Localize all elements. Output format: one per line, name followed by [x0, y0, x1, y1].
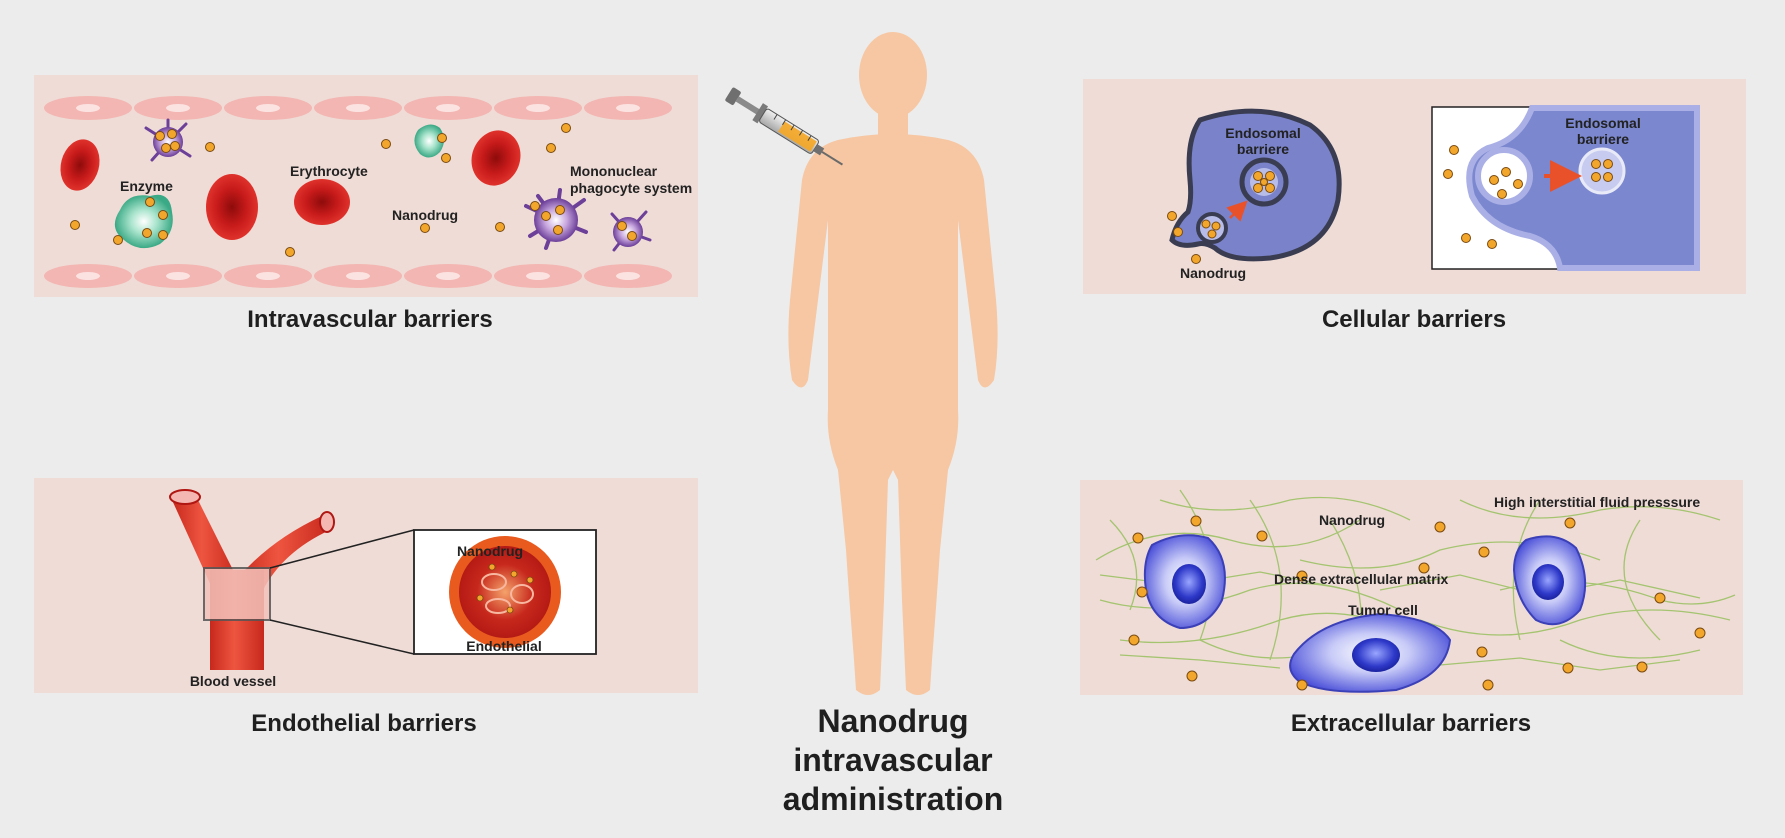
label-endothelial: Endothelial	[466, 638, 541, 654]
nanodrug-particles	[70, 123, 637, 257]
center-title-line-3: administration	[783, 781, 1003, 817]
intravascular-title: Intravascular barriers	[247, 306, 492, 333]
label-tumor-cell: Tumor cell	[1348, 602, 1418, 618]
extracellular-matrix-fibers	[1095, 489, 1736, 681]
endothelial-panel: Nanodrug Endothelial Blood vessel Endoth…	[34, 478, 698, 737]
endothelial-panel-background	[34, 478, 698, 693]
label-endosomal-inset-line-2: barriere	[1577, 131, 1629, 147]
extracellular-title: Extracellular barriers	[1291, 710, 1531, 737]
label-mps-line-2: phagocyte system	[570, 180, 692, 196]
extracellular-panel: Nanodrug High interstitial fluid presssu…	[1080, 480, 1743, 737]
cellular-panel: Endosomal barriere Nanodrug Endosomal ba…	[1083, 79, 1746, 333]
erythrocyte	[206, 174, 258, 240]
tumor-cell-icon	[1512, 535, 1587, 626]
blood-vessel-icon	[169, 489, 335, 670]
label-nanodrug: Nanodrug	[392, 207, 458, 223]
erythrocyte	[471, 130, 521, 186]
nanodrug-particles	[1167, 171, 1275, 264]
label-fluid-pressure: High interstitial fluid presssure	[1494, 494, 1700, 510]
label-mps-line-1: Mononuclear	[570, 163, 658, 179]
enzyme-icon	[414, 124, 444, 158]
erythrocyte	[294, 179, 350, 225]
center-title-line-2: intravascular	[793, 742, 992, 778]
vessel-wall-bottom	[44, 264, 672, 288]
zoom-line-top	[269, 529, 415, 569]
tumor-cell-icon	[1143, 534, 1226, 630]
endocytosis-inset	[1431, 105, 1700, 271]
zoom-line-bottom	[269, 619, 415, 655]
intravascular-panel: Enzyme Erythrocyte Nanodrug Mononuclear …	[34, 75, 698, 333]
endothelial-title: Endothelial barriers	[251, 710, 476, 737]
endocytosis-arrow	[1226, 200, 1248, 222]
cellular-title: Cellular barriers	[1322, 306, 1506, 333]
vessel-wall-top	[44, 96, 672, 120]
label-nanodrug: Nanodrug	[1319, 512, 1385, 528]
erythrocyte	[60, 139, 100, 191]
label-nanodrug: Nanodrug	[1180, 265, 1246, 281]
center-title-line-1: Nanodrug	[817, 703, 968, 739]
label-extracellular-matrix: Dense extracellular matrix	[1274, 571, 1449, 587]
center-title: Nanodrug intravascular administration	[783, 703, 1003, 817]
label-enzyme: Enzyme	[120, 178, 173, 194]
nanodrug-particles	[1128, 515, 1706, 691]
label-endosomal-inset-line-1: Endosomal	[1565, 115, 1640, 131]
label-blood-vessel: Blood vessel	[190, 673, 276, 689]
label-endosomal-line-1: Endosomal	[1225, 125, 1300, 141]
vessel-cross-section-inset	[413, 529, 597, 655]
label-nanodrug: Nanodrug	[457, 543, 523, 559]
human-body-icon	[788, 32, 998, 695]
label-erythrocyte: Erythrocyte	[290, 163, 368, 179]
label-endosomal-line-2: barriere	[1237, 141, 1289, 157]
syringe-icon	[725, 87, 843, 166]
